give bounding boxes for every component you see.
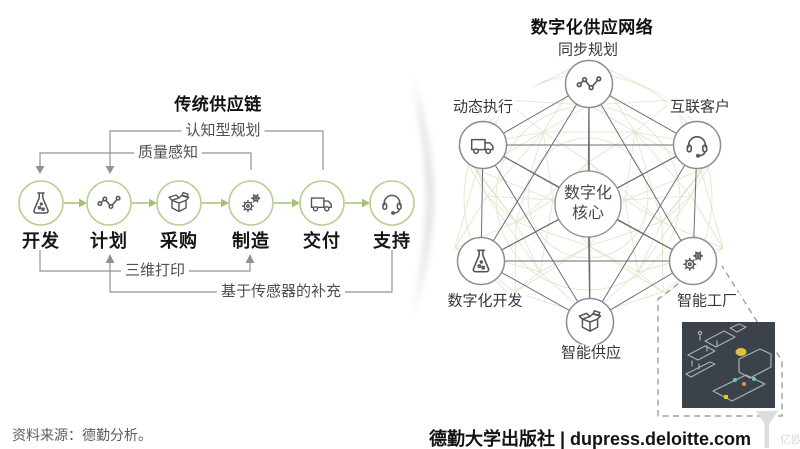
node-label-digital-development: 数字化开发 (444, 292, 526, 310)
stage-label-develop: 开发 (22, 231, 60, 251)
annotation-quality-sensing: 质量感知 (133, 144, 203, 162)
node-label-connected-customer: 互联客户 (666, 98, 734, 116)
watermark-logo-icon (756, 411, 778, 448)
factory-illustration (682, 322, 775, 408)
node-label-sync-planning: 同步规划 (554, 41, 622, 59)
stage-label-support: 支持 (373, 231, 411, 251)
stage-label-make: 制造 (232, 231, 270, 251)
stage-label-plan: 计划 (90, 231, 128, 251)
digital-core-line1: 数字化 (563, 185, 613, 202)
publisher-line: 德勤大学出版社 | dupress.deloitte.com (428, 429, 752, 449)
watermark-text: 亿欧 (780, 434, 800, 446)
annotation-cognitive-planning: 认知型规划 (181, 122, 265, 140)
annotation-arrowheads (35, 166, 255, 263)
source-note: 资料来源：德勤分析。 (12, 427, 152, 443)
factory-callout (657, 265, 783, 417)
right-panel-title: 数字化供应网络 (530, 18, 654, 37)
annotation-3d-printing: 三维打印 (120, 262, 190, 280)
digital-network-diagram (454, 59, 783, 417)
left-panel-title: 传统供应链 (174, 95, 262, 114)
flow-arrows (64, 198, 370, 208)
digital-core-label: 数字化 核心 (564, 184, 612, 224)
stage-label-deliver: 交付 (303, 231, 341, 251)
digital-core-circle (554, 170, 622, 238)
digital-core-line2: 核心 (571, 205, 605, 222)
page-fold-shadow (413, 78, 433, 316)
annotation-sensor-replenishment: 基于传感器的补充 (216, 283, 346, 301)
node-label-intelligent-supply: 智能供应 (557, 344, 625, 362)
node-label-smart-factory: 智能工厂 (673, 292, 741, 310)
traditional-chain-diagram (18, 130, 415, 293)
stage-label-source: 采购 (160, 231, 198, 251)
node-label-dynamic-fulfillment: 动态执行 (449, 98, 517, 116)
